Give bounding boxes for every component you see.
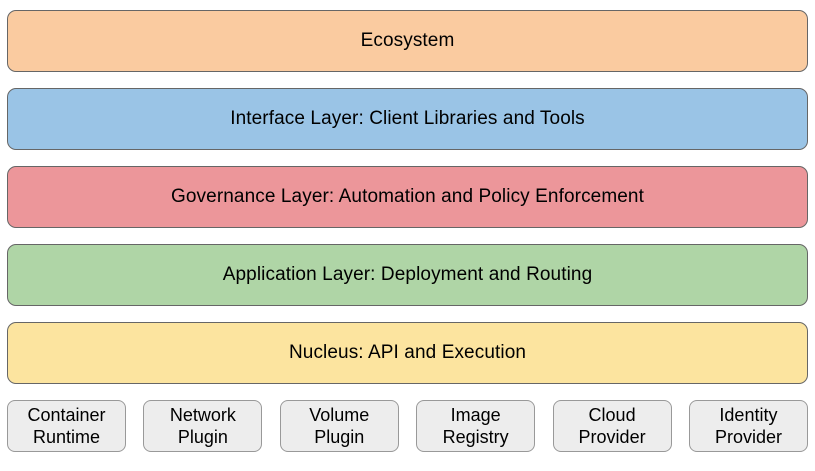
layer-governance: Governance Layer: Automation and Policy … (7, 166, 808, 228)
plugin-cloud-provider-label: Cloud Provider (578, 405, 646, 447)
layer-governance-label: Governance Layer: Automation and Policy … (171, 186, 644, 207)
plugin-identity-provider-label: Identity Provider (714, 405, 782, 447)
layer-application-label: Application Layer: Deployment and Routin… (222, 264, 593, 285)
layer-interface-label: Interface Layer: Client Libraries and To… (230, 108, 585, 129)
layer-interface: Interface Layer: Client Libraries and To… (7, 88, 808, 150)
plugin-network-plugin-label: Network Plugin (169, 405, 236, 447)
plugin-container-runtime: Container Runtime (7, 400, 126, 452)
plugin-volume-plugin: Volume Plugin (279, 400, 399, 452)
plugin-image-registry: Image Registry (416, 400, 536, 452)
layer-nucleus-label: Nucleus: API and Execution (288, 342, 527, 363)
layer-application: Application Layer: Deployment and Routin… (7, 244, 808, 306)
plugin-image-registry-label: Image Registry (442, 405, 509, 447)
layer-nucleus: Nucleus: API and Execution (7, 322, 808, 384)
plugin-cloud-provider: Cloud Provider (552, 400, 672, 452)
plugin-container-runtime-label: Container Runtime (27, 405, 106, 447)
layer-ecosystem-label: Ecosystem (360, 30, 455, 51)
plugin-identity-provider: Identity Provider (688, 400, 808, 452)
plugin-network-plugin: Network Plugin (143, 400, 263, 452)
plugins-row: Container Runtime Network Plugin Volume … (7, 400, 808, 452)
plugin-volume-plugin-label: Volume Plugin (309, 405, 370, 447)
layer-ecosystem: Ecosystem (7, 10, 808, 72)
